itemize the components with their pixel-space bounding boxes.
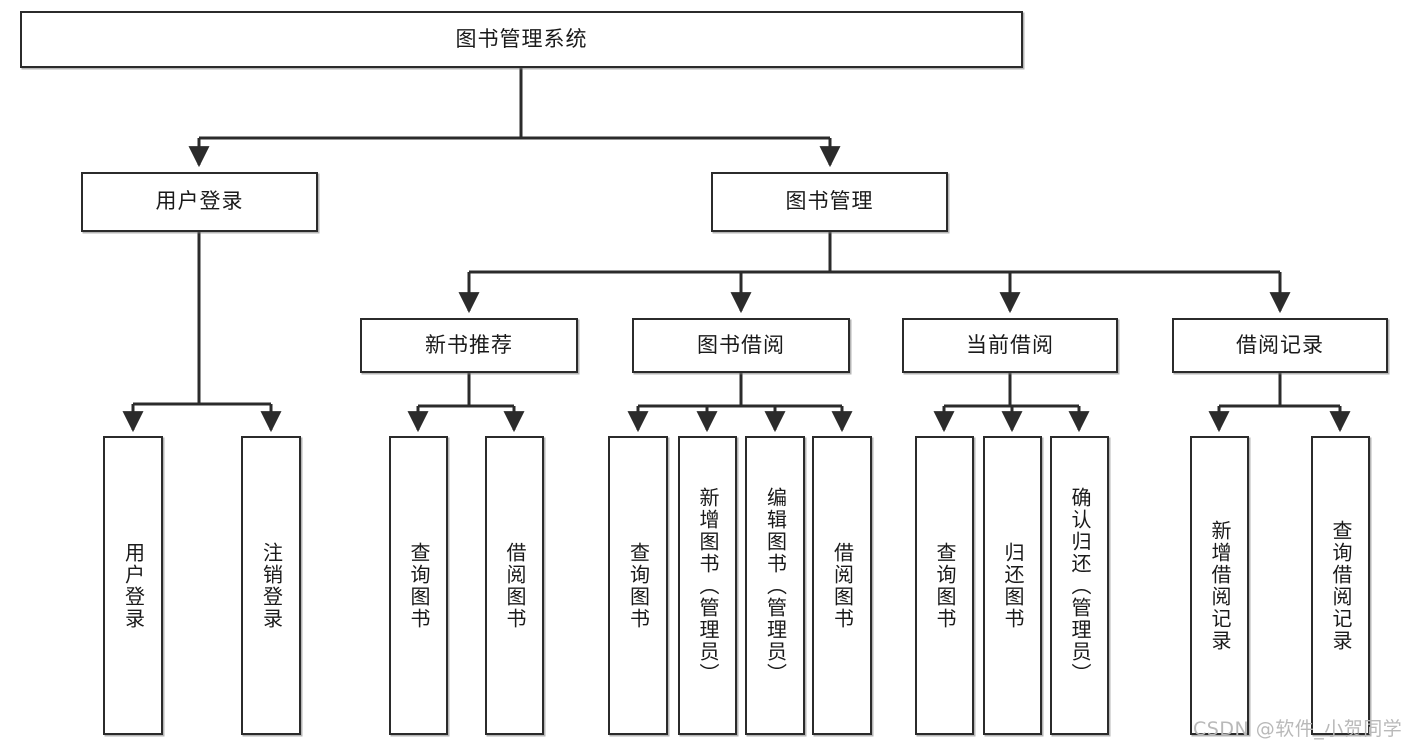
leaf-borrow-book[interactable]: 借阅图书 xyxy=(812,436,872,735)
node-user-login[interactable]: 用户登录 xyxy=(81,172,318,232)
node-root[interactable]: 图书管理系统 xyxy=(20,11,1023,68)
leaf-confirm-return-admin[interactable]: 确认归还（管理员） xyxy=(1050,436,1109,735)
leaf-query-book-current[interactable]: 查询图书 xyxy=(915,436,974,735)
node-book-management[interactable]: 图书管理 xyxy=(711,172,948,232)
node-current-borrow[interactable]: 当前借阅 xyxy=(902,318,1118,373)
leaf-logout[interactable]: 注销登录 xyxy=(241,436,301,735)
leaf-add-borrow-record[interactable]: 新增借阅记录 xyxy=(1190,436,1249,735)
node-borrow-record[interactable]: 借阅记录 xyxy=(1172,318,1388,373)
leaf-query-book-borrow[interactable]: 查询图书 xyxy=(608,436,668,735)
leaf-query-book-newbook[interactable]: 查询图书 xyxy=(389,436,448,735)
leaf-edit-book-admin[interactable]: 编辑图书（管理员） xyxy=(745,436,805,735)
leaf-add-book-admin[interactable]: 新增图书（管理员） xyxy=(678,436,737,735)
leaf-query-borrow-record[interactable]: 查询借阅记录 xyxy=(1311,436,1370,735)
leaf-return-book[interactable]: 归还图书 xyxy=(983,436,1042,735)
leaf-user-login[interactable]: 用户登录 xyxy=(103,436,163,735)
leaf-borrow-book-newbook[interactable]: 借阅图书 xyxy=(485,436,544,735)
csdn-watermark: CSDN @软件_小贺同学 xyxy=(1193,718,1403,740)
node-book-borrow[interactable]: 图书借阅 xyxy=(632,318,850,373)
node-new-book-recommend[interactable]: 新书推荐 xyxy=(360,318,578,373)
